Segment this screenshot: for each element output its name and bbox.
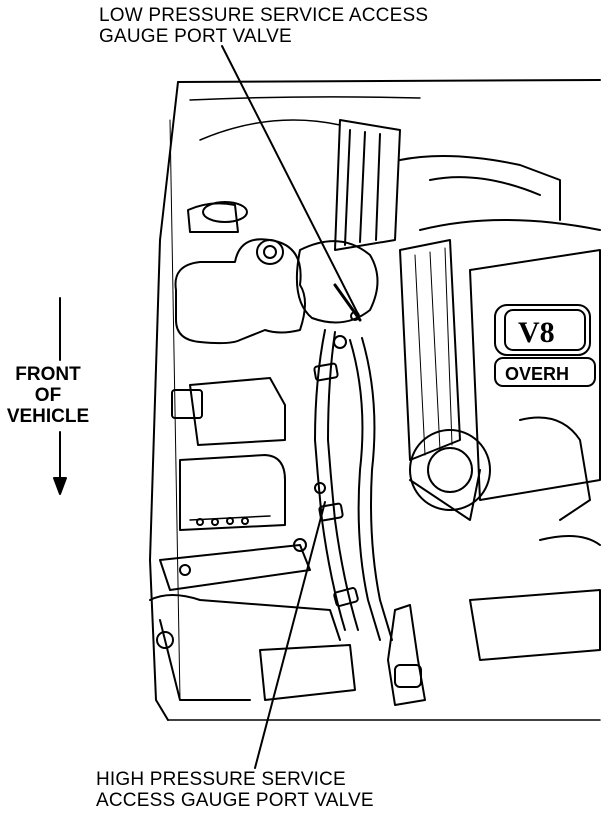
high-pressure-label: HIGH PRESSURE SERVICE ACCESS GAUGE PORT … — [96, 769, 374, 811]
front-arrow — [53, 297, 67, 495]
high-pressure-label-line1: HIGH PRESSURE SERVICE — [96, 769, 346, 790]
front-of-vehicle-label: FRONT OF VEHICLE — [0, 364, 96, 427]
intake-manifold — [334, 119, 601, 251]
battery — [179, 454, 286, 531]
dipstick-handle — [387, 604, 426, 706]
high-pressure-label-line2: ACCESS GAUGE PORT VALVE — [96, 790, 374, 811]
engine-plate: OVERH — [505, 364, 569, 384]
front-label-line3: VEHICLE — [6, 406, 90, 427]
front-label-line2: OF — [34, 385, 62, 406]
low-pressure-label-line2: GAUGE PORT VALVE — [99, 26, 292, 47]
front-label-line1: FRONT — [15, 364, 81, 385]
valve-cover — [399, 239, 601, 501]
fuse-box — [171, 377, 286, 446]
ac-hoses — [313, 329, 393, 641]
low-pressure-label: LOW PRESSURE SERVICE ACCESS GAUGE PORT V… — [99, 5, 428, 47]
canister — [295, 240, 379, 324]
low-pressure-leader — [221, 45, 359, 315]
engine-badge: V8 — [518, 316, 555, 349]
high-pressure-leader — [254, 501, 326, 769]
lower-bracket — [149, 538, 356, 701]
distributor-area — [409, 416, 601, 661]
engine-bay-outline — [149, 79, 601, 721]
coolant-reservoir — [174, 201, 306, 345]
low-pressure-label-line1: LOW PRESSURE SERVICE ACCESS — [99, 5, 429, 26]
